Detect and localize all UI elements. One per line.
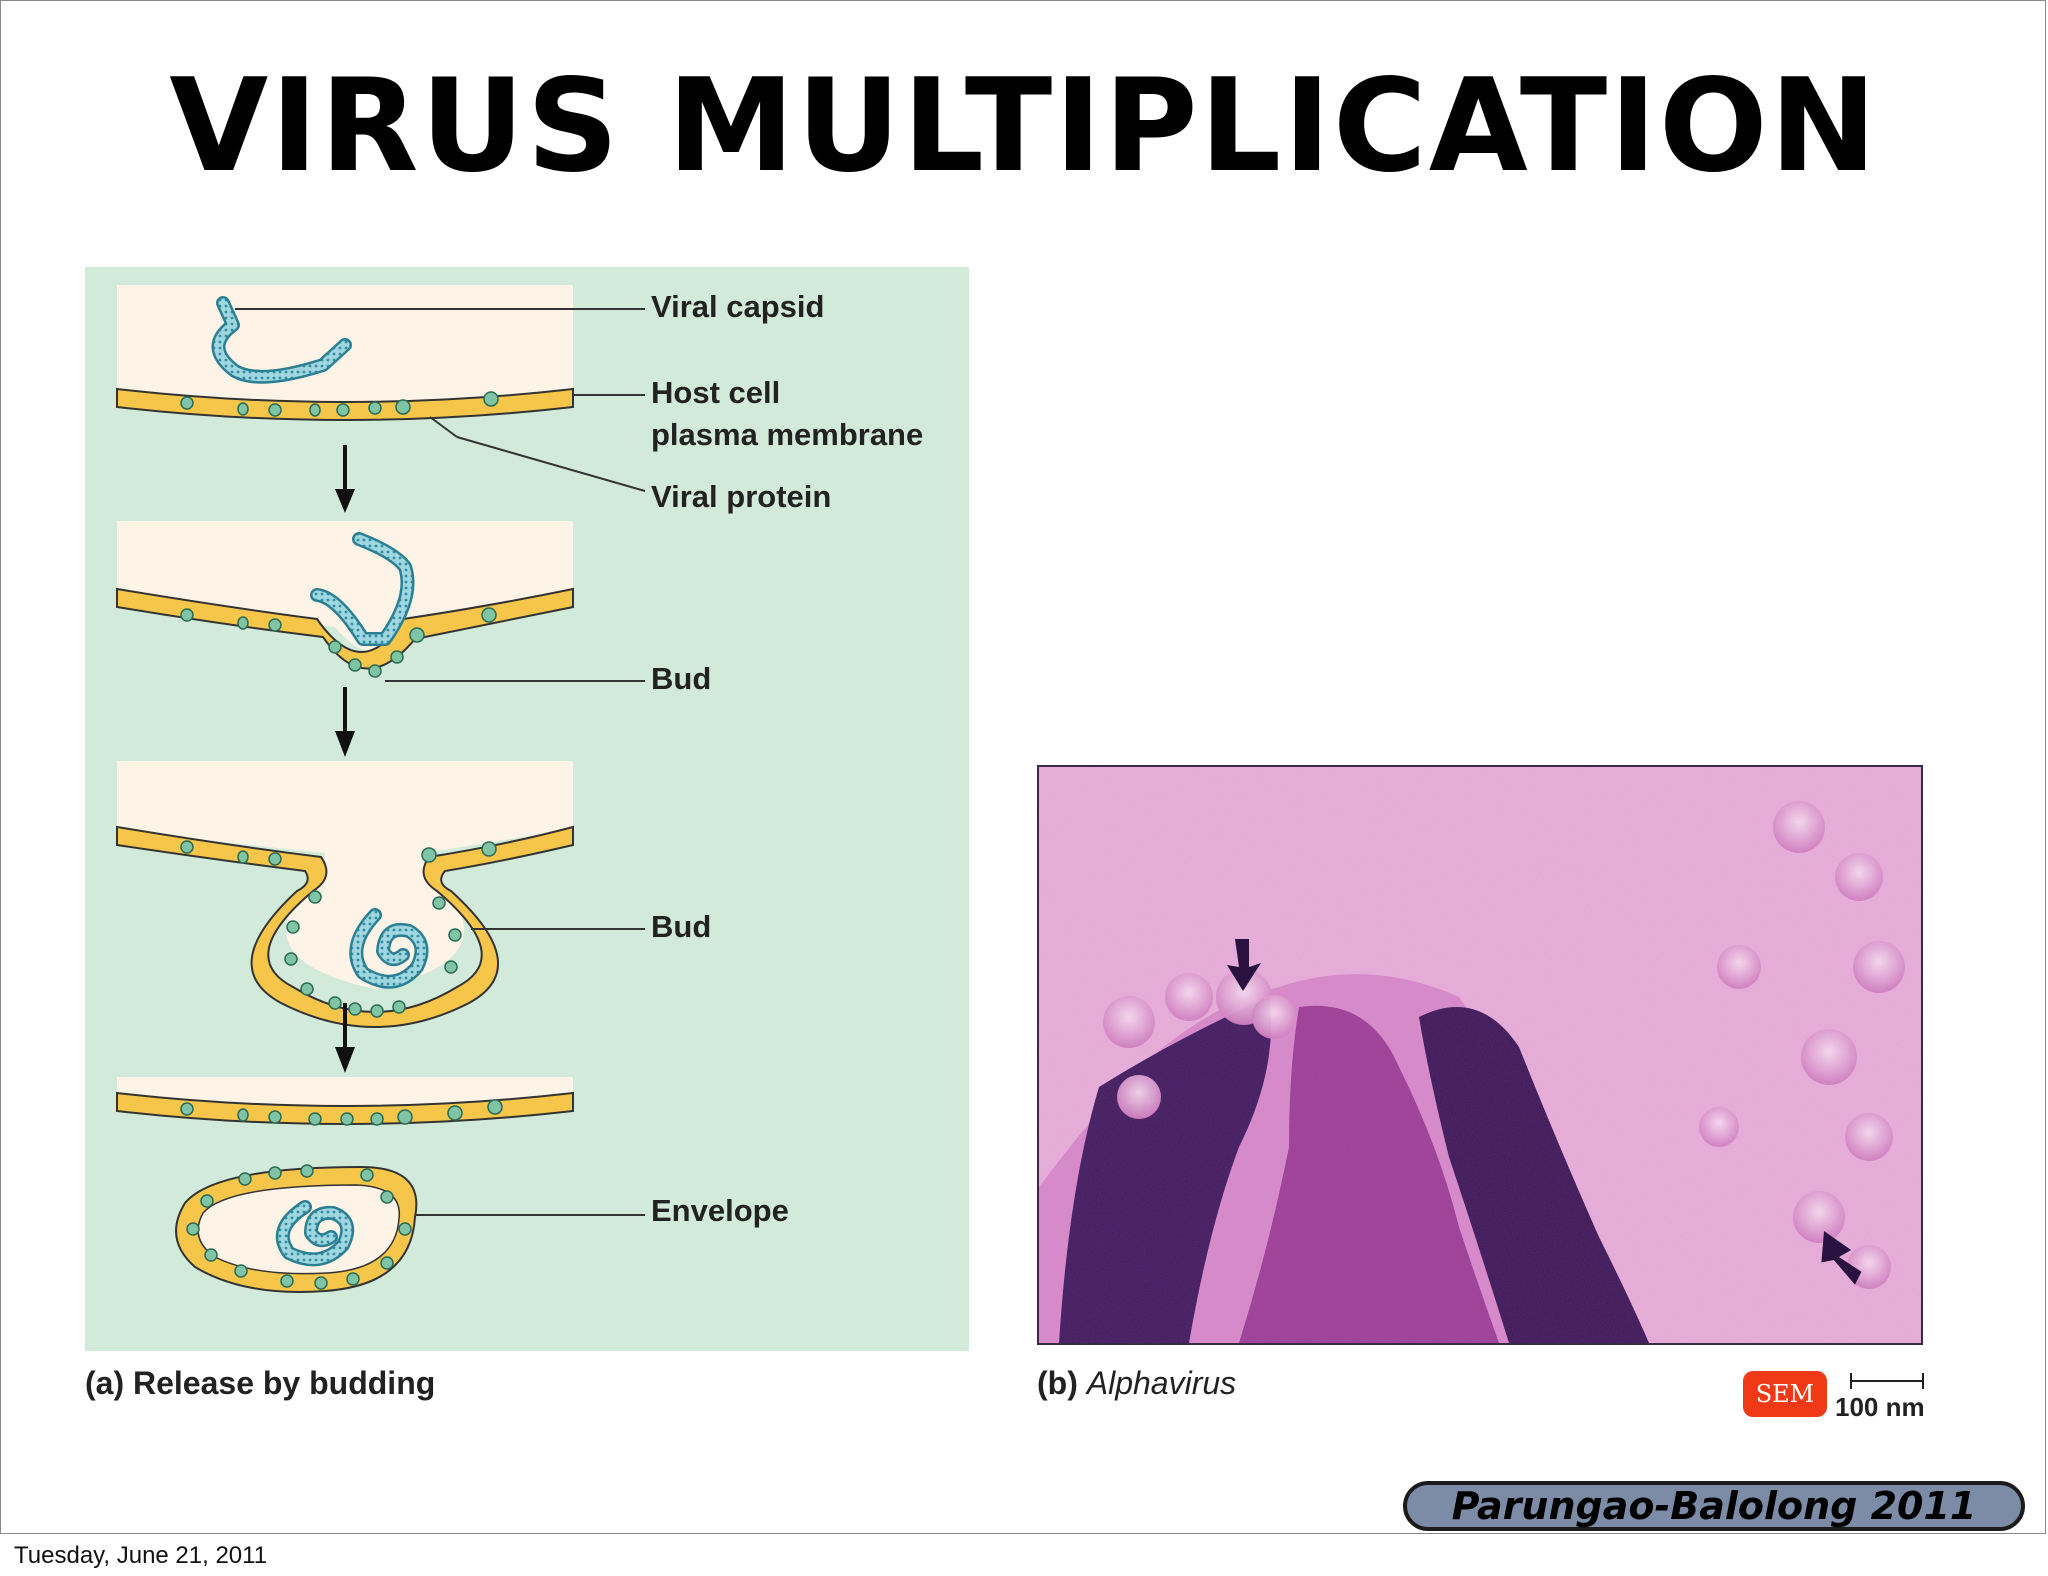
caption-a-text: Release by budding xyxy=(133,1365,436,1401)
sem-micrograph xyxy=(1037,765,1923,1345)
budding-diagram-panel: Viral capsid Host cell plasma membrane V… xyxy=(85,267,969,1351)
caption-b-prefix: (b) xyxy=(1037,1365,1078,1401)
caption-a: (a) Release by budding xyxy=(85,1365,435,1402)
arrow-3 xyxy=(335,1003,355,1073)
sem-arrows xyxy=(1227,939,1862,1285)
slide-title: VIRUS MULTIPLICATION xyxy=(169,52,1879,201)
stage-3 xyxy=(116,761,645,1028)
label-envelope: Envelope xyxy=(651,1193,789,1228)
label-plasma-membrane: plasma membrane xyxy=(651,417,924,452)
label-host-cell: Host cell xyxy=(651,375,781,410)
label-viral-capsid: Viral capsid xyxy=(651,289,825,324)
sem-badge: SEM xyxy=(1743,1371,1827,1417)
caption-a-prefix: (a) xyxy=(85,1365,125,1401)
sem-micrograph-image xyxy=(1039,767,1921,1343)
budding-diagram xyxy=(116,285,646,1293)
label-viral-protein: Viral protein xyxy=(651,479,832,514)
stage-4 xyxy=(116,1077,645,1293)
arrow-1 xyxy=(335,445,355,513)
scale-label: 100 nm xyxy=(1835,1392,1925,1422)
label-bud-1: Bud xyxy=(651,661,712,696)
scale-bar xyxy=(1850,1373,1924,1389)
slide: VIRUS MULTIPLICATION xyxy=(0,0,2046,1534)
stage-2 xyxy=(116,521,645,682)
caption-b-text: Alphavirus xyxy=(1086,1365,1237,1401)
viral-protein-dots xyxy=(180,391,499,417)
slide-date: Tuesday, June 21, 2011 xyxy=(14,1542,268,1569)
label-bud-2: Bud xyxy=(651,909,712,944)
arrow-2 xyxy=(335,687,355,757)
stage-1 xyxy=(116,285,646,492)
footer-credit: Parungao-Balolong 2011 xyxy=(1403,1481,2025,1531)
caption-b: (b) Alphavirus xyxy=(1037,1365,1236,1402)
